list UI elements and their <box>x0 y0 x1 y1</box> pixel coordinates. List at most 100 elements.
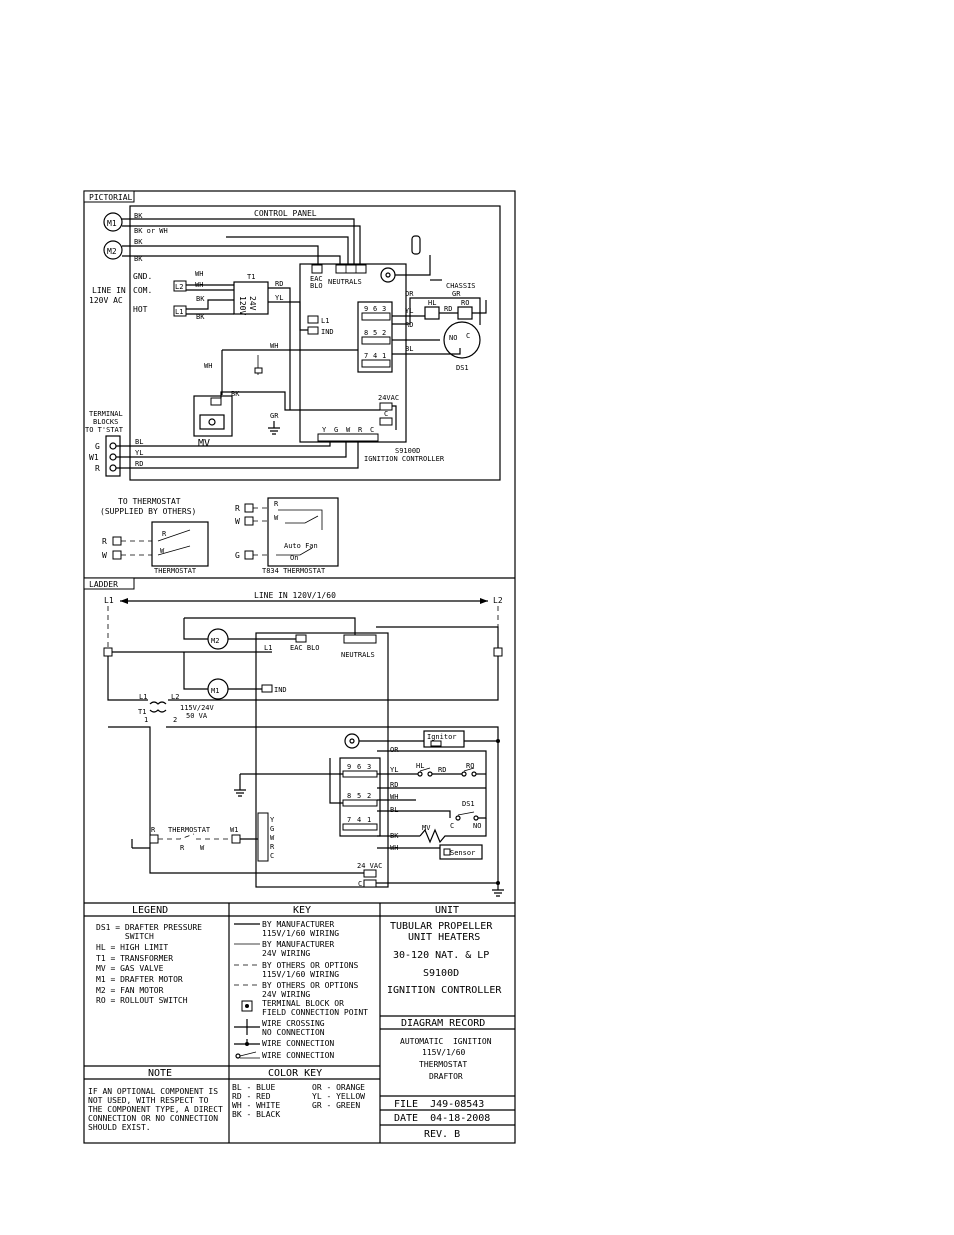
svg-text:W: W <box>346 426 351 434</box>
hot-label: HOT <box>133 305 148 314</box>
eac-label: EAC <box>310 275 323 283</box>
svg-text:C: C <box>270 852 274 860</box>
legend-item: RO = ROLLOUT SWITCH <box>96 996 188 1005</box>
wire-bk-valve: BK <box>231 390 240 398</box>
line-in-label: LINE IN <box>92 286 126 295</box>
ladder-t-rating1: 115V/24V <box>180 704 215 712</box>
supplied-by-others: (SUPPLIED BY OTHERS) <box>100 507 196 516</box>
svg-text:5: 5 <box>357 792 361 800</box>
svg-text:C: C <box>370 426 374 434</box>
svg-text:WH - WHITE: WH - WHITE <box>232 1101 280 1110</box>
transformer-120v: 120V <box>238 296 247 315</box>
color-key-header: COLOR KEY <box>268 1068 322 1079</box>
ladder-24vac: 24 VAC <box>357 862 382 870</box>
m2-label: M2 <box>107 247 117 256</box>
svg-text:FIELD CONNECTION POINT: FIELD CONNECTION POINT <box>262 1008 368 1017</box>
hl-label: HL <box>428 299 436 307</box>
svg-text:OR - ORANGE: OR - ORANGE <box>312 1083 365 1092</box>
svg-text:THERMOSTAT: THERMOSTAT <box>419 1060 467 1069</box>
igniter-icon <box>380 267 396 283</box>
ladder-t-l2: L2 <box>171 693 179 701</box>
svg-text:WIRE CROSSING: WIRE CROSSING <box>262 1019 325 1028</box>
pin-7: 7 <box>364 352 368 360</box>
t834-caption: T834 THERMOSTAT <box>262 567 326 575</box>
blo-label: BLO <box>310 282 323 290</box>
svg-text:G: G <box>270 825 274 833</box>
svg-text:9: 9 <box>347 763 351 771</box>
wire-or: OR <box>405 290 414 298</box>
pin-4: 4 <box>373 352 377 360</box>
ds1-pressure-switch-icon <box>443 321 481 359</box>
ladder-rr: R <box>180 844 185 852</box>
m1-motor-icon <box>103 212 123 232</box>
svg-text:7: 7 <box>347 816 351 824</box>
ladder-t-l1: L1 <box>139 693 147 701</box>
color-key-block: BL - BLUE OR - ORANGE RD - RED YL - YELL… <box>232 1083 365 1119</box>
svg-text:AUTOMATIC IGNITION: AUTOMATIC IGNITION <box>400 1037 492 1046</box>
ladder-section: LADDER L1 L2 LINE IN 120V/1/60 M2 M1 L1 … <box>83 577 515 897</box>
legend-item: HL = HIGH LIMIT <box>96 943 168 952</box>
ro-label: RO <box>461 299 469 307</box>
gr-label: GR <box>270 412 279 420</box>
file-number: FILE J49-08543 <box>394 1099 484 1110</box>
line-in-voltage: 120V AC <box>89 296 123 305</box>
terminal-block <box>105 435 121 477</box>
transformer-icon <box>233 281 269 315</box>
ladder-mv: MV <box>422 824 431 832</box>
svg-text:6: 6 <box>357 763 361 771</box>
wire-wh2: WH <box>195 281 203 289</box>
svg-text:WIRE CONNECTION: WIRE CONNECTION <box>262 1039 334 1048</box>
ladder-ds1-c: C <box>450 822 454 830</box>
ladder-ind: IND <box>274 686 287 694</box>
c-label: C <box>384 410 388 418</box>
svg-text:1: 1 <box>367 816 371 824</box>
ladder-label: LADDER <box>89 580 118 589</box>
wire-yl: YL <box>275 294 283 302</box>
controller-board <box>299 263 407 443</box>
tb-wire-bl: BL <box>135 438 143 446</box>
wire-wh-left: WH <box>204 362 212 370</box>
stat1-caption: THERMOSTAT <box>154 567 197 575</box>
ladder-w1: W1 <box>230 826 238 834</box>
svg-text:Y: Y <box>322 426 327 434</box>
svg-text:CONNECTION OR NO CONNECTION: CONNECTION OR NO CONNECTION <box>88 1114 218 1123</box>
svg-text:3: 3 <box>367 763 371 771</box>
t834-inner-w: W <box>274 514 279 522</box>
generic-thermostat-icon <box>151 521 209 567</box>
t834-thermostat-icon <box>267 497 339 567</box>
wire-rd: RD <box>275 280 283 288</box>
pictorial-section: PICTORIAL CONTROL PANEL M1 M2 BK BK or W… <box>83 190 501 481</box>
svg-text:UNIT HEATERS: UNIT HEATERS <box>408 932 480 943</box>
svg-text:BK - BLACK: BK - BLACK <box>232 1110 280 1119</box>
sheet-frame <box>83 190 516 1144</box>
ladder-eac-blo: EAC BLO <box>290 644 320 652</box>
pin-9: 9 <box>364 305 368 313</box>
ladder-l2: L2 <box>493 596 503 605</box>
term-blocks-1: TERMINAL <box>89 410 123 418</box>
term-ind: IND <box>321 328 334 336</box>
chassis-gr: GR <box>452 290 461 298</box>
tb-wire-yl: YL <box>135 449 143 457</box>
legend-item: M1 = DRAFTER MOTOR <box>96 975 183 984</box>
legend-item: SWITCH <box>96 932 154 941</box>
control-panel-title: CONTROL PANEL <box>254 209 317 218</box>
chassis-label: CHASSIS <box>446 282 476 290</box>
svg-text:WIRE CONNECTION: WIRE CONNECTION <box>262 1051 334 1060</box>
t834-on: On <box>290 554 298 562</box>
gnd-label: GND. <box>133 272 152 281</box>
ds1-switch-icon <box>457 811 475 816</box>
thermostat-section: TO THERMOSTAT (SUPPLIED BY OTHERS) R W R… <box>100 497 339 575</box>
vac-24-label: 24VAC <box>378 394 399 402</box>
svg-text:2: 2 <box>367 792 371 800</box>
file-rev: REV. B <box>424 1129 460 1140</box>
ladder-c-term: C <box>358 880 362 888</box>
pin-3: 3 <box>382 305 386 313</box>
ladder-t-pin2: 2 <box>173 716 177 724</box>
wire-label-bk1: BK <box>134 212 143 220</box>
ladder-ground-icon <box>234 773 343 797</box>
wire-bk-a: BK <box>196 295 205 303</box>
svg-text:8: 8 <box>347 792 351 800</box>
pin-2: 2 <box>382 329 386 337</box>
legend-item: DS1 = DRAFTER PRESSURE <box>96 923 202 932</box>
ladder-r: R <box>151 826 156 834</box>
